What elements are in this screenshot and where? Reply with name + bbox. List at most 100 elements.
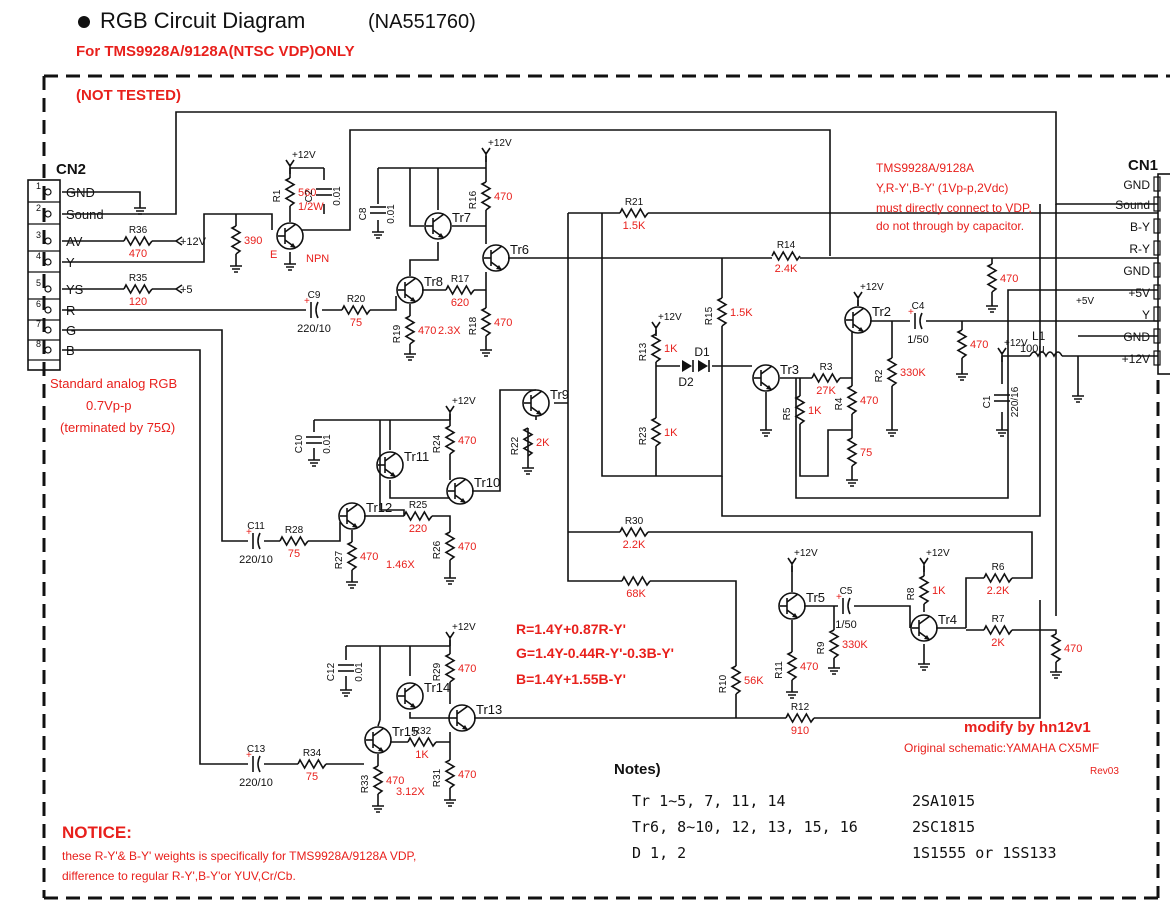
transistor-label: Tr2	[872, 304, 891, 319]
ground-symbol	[340, 689, 352, 697]
transistor-tr5: Tr5	[778, 590, 825, 620]
rgb-note-line-2: 0.7Vp-p	[86, 398, 132, 413]
resistor-name: R15	[704, 306, 715, 325]
transistor-collector	[530, 390, 543, 400]
cn2-pin-hole	[44, 306, 52, 314]
capacitor-value: 220/16	[1010, 386, 1021, 417]
transistor-label: Tr11	[404, 449, 429, 464]
transistor-emitter-arrow	[290, 243, 296, 248]
resistor-name: R24	[432, 434, 443, 453]
transistor-label: Tr12	[366, 500, 392, 515]
supply-label: +12V	[452, 622, 476, 633]
resistor-value: 470	[458, 435, 476, 447]
transistor-emitter-arrow	[390, 472, 396, 477]
resistor-name: R26	[432, 540, 443, 559]
ground-symbol	[230, 265, 242, 273]
credit-modified: modify by hn12v1	[964, 719, 1091, 736]
resistor-value: 220	[409, 523, 427, 535]
transistor-collector	[760, 365, 773, 375]
transistor-body	[778, 592, 806, 620]
resistor-zigzag	[846, 437, 858, 467]
transistor-tr13: Tr13	[448, 702, 502, 732]
capacitor-name: C13	[247, 744, 266, 755]
transistor-body	[396, 682, 424, 710]
ground-symbol	[1072, 395, 1084, 403]
transistor-label: Tr6	[510, 242, 529, 257]
resistor-value: 2.2K	[987, 585, 1010, 597]
resistor-name: R5	[782, 407, 793, 420]
npn-label: NPN	[306, 253, 329, 265]
ground-symbol	[996, 429, 1008, 437]
av-arrow	[175, 236, 183, 246]
capacitor-name: C10	[294, 434, 305, 453]
supply-arrow	[445, 405, 455, 420]
supply-label: +12V	[794, 548, 818, 559]
transistor-label: Tr7	[452, 210, 471, 225]
resistor-name: R10	[718, 674, 729, 693]
transistor-tr11: Tr11	[376, 449, 429, 479]
resistor-value: 75	[350, 317, 362, 329]
transistor-collector	[384, 452, 397, 462]
resistor-value: 470	[360, 551, 378, 563]
resistor-zigzag	[730, 665, 742, 695]
transistor-tr8: Tr8	[396, 274, 443, 304]
resistor-value: 470	[494, 191, 512, 203]
resistor-value: 1K	[808, 405, 822, 417]
transistor-collector	[404, 683, 417, 693]
transistor-body	[396, 276, 424, 304]
gain-g15: 3.12X	[396, 786, 425, 798]
capacitor-c4: +C41/50	[907, 301, 928, 346]
cn2-label: CN2	[56, 161, 86, 178]
cn1-pin-contact	[1153, 306, 1161, 322]
ground-symbol	[956, 373, 968, 381]
resistor-value: 470	[1000, 273, 1018, 285]
transistor-collector	[490, 245, 503, 255]
transistor-tr15: Tr15	[364, 724, 418, 754]
resistor-zigzag	[918, 575, 930, 605]
resistor-name: R8	[906, 587, 917, 600]
capacitor-plate-curved	[919, 312, 923, 330]
cn2-body	[27, 179, 61, 371]
capacitor-value: 0.01	[332, 186, 343, 206]
cn1-pin-contact	[1153, 240, 1161, 256]
transistor-label: Tr4	[938, 612, 957, 627]
cn2-pin-number: 7	[36, 319, 41, 329]
ground-symbols	[134, 207, 1084, 813]
transistor-tr1	[276, 222, 304, 250]
resistor-zigzag	[619, 207, 649, 219]
diode-d1: D1	[694, 345, 710, 372]
resistor-zigzag	[846, 385, 858, 415]
cn1-pin-9: +12V	[1122, 350, 1161, 366]
resistor-zigzag	[123, 283, 153, 295]
resistor-name: R30	[625, 516, 644, 527]
resistor-zigzag	[785, 712, 815, 724]
rgb-note-line-1: Standard analog RGB	[50, 376, 177, 391]
ground-symbol	[372, 805, 384, 813]
title-bullet	[78, 16, 90, 28]
resistor-r470b: 470	[956, 329, 988, 359]
resistor-r75a: 75	[846, 437, 872, 467]
resistor-zigzag	[621, 575, 651, 587]
resistor-zigzag	[230, 225, 242, 255]
diode-label: D2	[678, 375, 694, 389]
emitter-label: E	[270, 249, 277, 261]
ground-symbol	[828, 667, 840, 675]
cn1-body	[1157, 173, 1170, 375]
transistor-collector	[284, 223, 297, 233]
equation-g: G=1.4Y-0.44R-Y'-0.3B-Y'	[516, 645, 674, 661]
cn1-pin-5: GND	[1123, 262, 1161, 278]
resistor-value: 27K	[816, 385, 836, 397]
transistor-emitter-arrow	[352, 523, 358, 528]
supply-arrow	[445, 631, 455, 646]
transistor-body	[446, 477, 474, 505]
